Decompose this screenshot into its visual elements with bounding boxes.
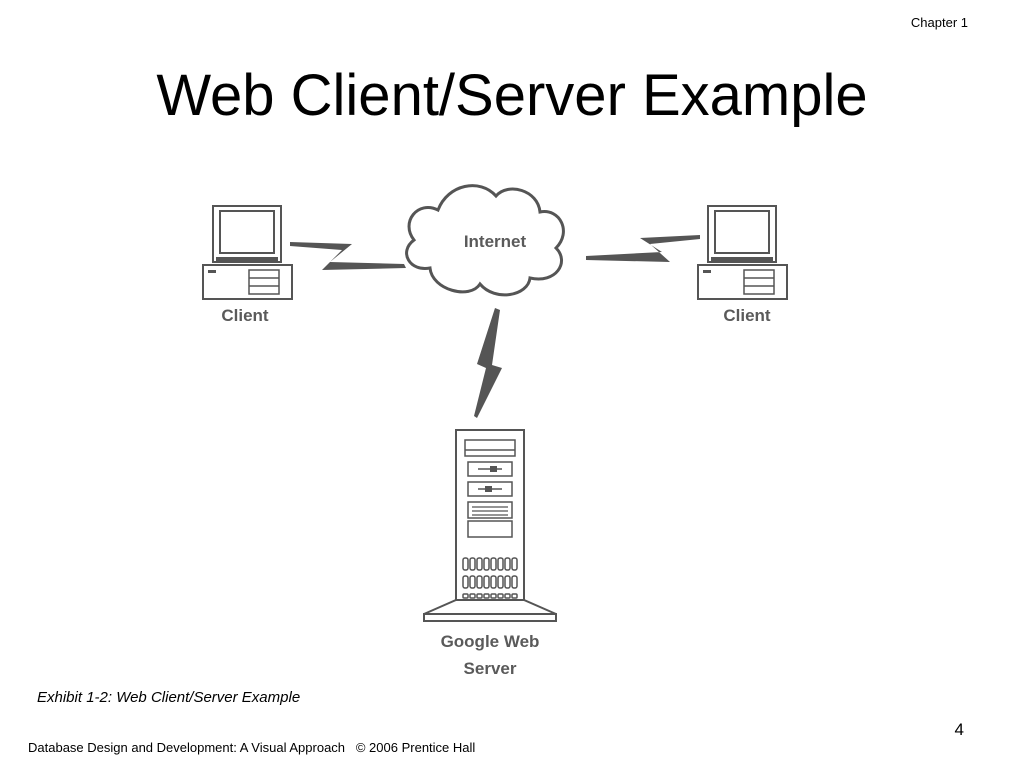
lightning-link-left — [290, 242, 406, 270]
client-right-label: Client — [723, 306, 771, 325]
server-tower: Google Web Server — [423, 429, 557, 678]
exhibit-caption: Exhibit 1-2: Web Client/Server Example — [37, 689, 301, 706]
internet-cloud: Internet — [405, 184, 565, 297]
internet-label: Internet — [464, 232, 527, 251]
server-label-line2: Server — [464, 659, 517, 678]
slide-title: Web Client/Server Example — [156, 63, 868, 128]
network-diagram: Internet Client Client — [202, 184, 788, 678]
client-computer-right: Client — [697, 205, 788, 325]
client-left-label: Client — [221, 306, 269, 325]
lightning-link-bottom — [474, 308, 502, 418]
server-label-line1: Google Web — [441, 632, 540, 651]
lightning-link-right — [586, 235, 700, 262]
footer-text: Database Design and Development: A Visua… — [28, 740, 476, 755]
client-computer-left: Client — [202, 205, 293, 325]
cloud-icon — [405, 184, 565, 297]
page-number: 4 — [954, 720, 964, 739]
chapter-label: Chapter 1 — [910, 15, 968, 30]
